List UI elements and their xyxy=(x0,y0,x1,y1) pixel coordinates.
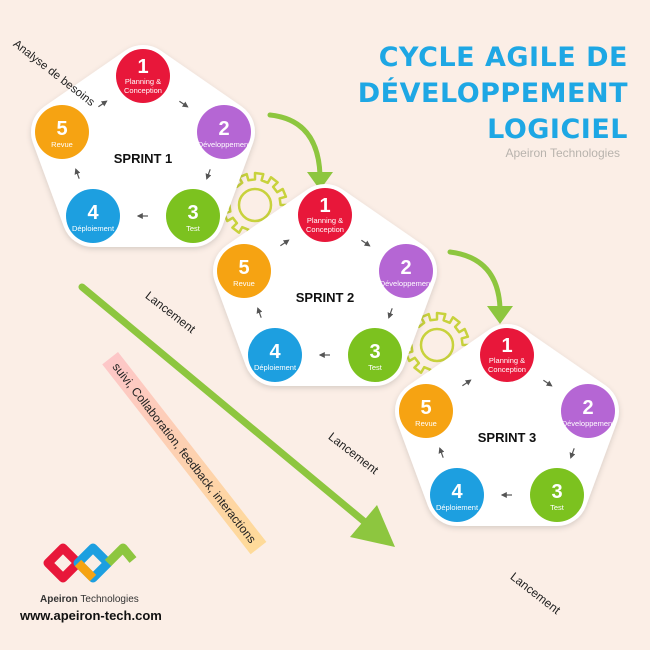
step-circle xyxy=(298,188,352,242)
step-circle xyxy=(166,189,220,243)
step-number: 4 xyxy=(269,341,281,363)
step-circle xyxy=(66,189,120,243)
step-number: 1 xyxy=(319,195,330,217)
flow-arrow-icon xyxy=(256,307,263,318)
step-circle xyxy=(379,244,433,298)
flow-arrow-icon xyxy=(462,379,472,387)
flow-arrow-icon xyxy=(569,448,576,459)
step-label: Déploiement xyxy=(254,363,297,372)
step-circle xyxy=(116,49,170,103)
website-url: www.apeiron-tech.com xyxy=(20,608,162,623)
step-number: 5 xyxy=(238,257,249,279)
flow-arrow-icon xyxy=(438,447,445,458)
step-number: 5 xyxy=(420,397,431,419)
flow-arrow-icon xyxy=(179,100,189,108)
curved-arrow-icon xyxy=(267,112,333,190)
step-label: Développement xyxy=(198,140,251,149)
step-label: Revue xyxy=(51,140,73,149)
step-circle xyxy=(530,468,584,522)
sprint-name: SPRINT 2 xyxy=(296,290,355,305)
step-number: 5 xyxy=(56,118,67,140)
step-circle xyxy=(217,244,271,298)
step-circle xyxy=(430,468,484,522)
brand-name-bold: Apeiron xyxy=(40,594,78,605)
title-line-1: CYCLE AGILE DE xyxy=(378,42,628,73)
step-label: Développement xyxy=(380,279,433,288)
step-circle xyxy=(35,105,89,159)
step-label: Revue xyxy=(415,419,437,428)
step-label: Planning & xyxy=(489,356,525,365)
flow-arrow-icon xyxy=(205,169,212,180)
step-label: Conception xyxy=(488,365,526,374)
brand-name-rest: Technologies xyxy=(77,594,139,605)
step-number: 4 xyxy=(87,202,99,224)
step-label: Planning & xyxy=(125,77,161,86)
step-label: Déploiement xyxy=(72,224,115,233)
sprint-ring-fill xyxy=(62,76,224,216)
step-number: 1 xyxy=(501,335,512,357)
brand-name: Apeiron Technologies xyxy=(40,594,139,605)
diagonal-arrow-head xyxy=(350,505,395,547)
step-label: Test xyxy=(368,363,383,372)
step-number: 3 xyxy=(369,341,380,363)
step-circle xyxy=(348,328,402,382)
step-label: Test xyxy=(186,224,201,233)
sprint-ring-fill xyxy=(244,215,406,355)
sprint-name: SPRINT 3 xyxy=(478,430,537,445)
flow-arrow-icon xyxy=(543,379,553,387)
flow-arrow-icon xyxy=(74,168,81,179)
step-circle xyxy=(197,105,251,159)
step-label: Revue xyxy=(233,279,255,288)
step-number: 2 xyxy=(400,257,411,279)
title-line-3: LOGICIEL xyxy=(487,114,628,145)
step-number: 2 xyxy=(218,118,229,140)
step-label: Déploiement xyxy=(436,503,479,512)
flow-arrow-icon xyxy=(387,308,394,319)
step-label: Développement xyxy=(562,419,615,428)
curved-arrow-icon xyxy=(447,249,513,324)
step-circle xyxy=(561,384,615,438)
company-subtitle: Apeiron Technologies xyxy=(505,146,620,160)
step-circle xyxy=(399,384,453,438)
sprint-name: SPRINT 1 xyxy=(114,151,173,166)
step-label: Planning & xyxy=(307,216,343,225)
flow-arrow-icon xyxy=(361,239,371,247)
apeiron-logo-icon xyxy=(43,543,137,583)
step-number: 3 xyxy=(187,202,198,224)
flow-arrow-icon xyxy=(280,239,290,247)
diagonal-arrow-shaft xyxy=(78,283,376,532)
step-label: Test xyxy=(550,503,565,512)
step-label: Conception xyxy=(306,225,344,234)
step-label: Conception xyxy=(124,86,162,95)
sprint-ring-fill xyxy=(426,355,588,495)
title-line-2: DÉVELOPPEMENT xyxy=(357,78,628,109)
step-number: 2 xyxy=(582,397,593,419)
step-number: 4 xyxy=(451,481,463,503)
step-circle xyxy=(480,328,534,382)
step-circle xyxy=(248,328,302,382)
step-number: 3 xyxy=(551,481,562,503)
flow-arrow-icon xyxy=(98,100,108,108)
step-number: 1 xyxy=(137,56,148,78)
